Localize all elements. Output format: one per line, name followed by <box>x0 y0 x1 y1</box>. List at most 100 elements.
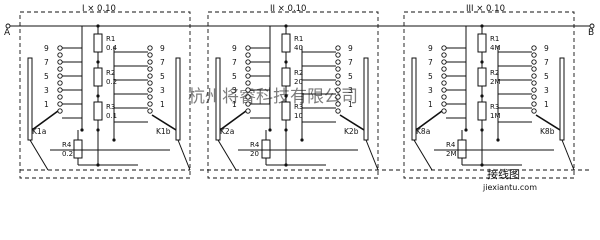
right-contact-label: 5 <box>348 72 353 81</box>
resistor-r4-value: 2M <box>446 150 457 158</box>
junction-dot <box>96 128 100 132</box>
right-contact <box>147 59 153 65</box>
left-contact-label: 1 <box>44 100 49 109</box>
right-contact <box>335 45 341 51</box>
resistor-r1-label: R1 <box>294 35 303 43</box>
left-contact <box>441 87 447 93</box>
switch-right-link <box>561 139 575 171</box>
right-contact-even <box>531 94 537 100</box>
switch-left-link <box>217 139 237 171</box>
right-contact-even <box>531 108 537 114</box>
resistor-r1-value: 40 <box>294 44 303 52</box>
right-contact-label: 1 <box>160 100 165 109</box>
left-contact-even <box>57 94 63 100</box>
left-contact-even <box>441 66 447 72</box>
right-contact-even <box>147 80 153 86</box>
resistor-r2 <box>93 67 103 87</box>
decade-box <box>403 11 575 179</box>
switch-right-bar <box>363 57 369 141</box>
junction-dot <box>480 60 484 64</box>
junction-dot <box>496 138 500 142</box>
right-contact-even <box>335 66 341 72</box>
left-contact <box>441 101 447 107</box>
resistor-r1-label: R1 <box>490 35 499 43</box>
resistor-r4-label: R4 <box>446 141 456 149</box>
right-contact <box>531 101 537 107</box>
left-contact-label: 9 <box>232 44 237 53</box>
junction-dot <box>480 163 484 167</box>
left-contact-even <box>57 66 63 72</box>
switch-left-label: K2a <box>220 127 234 136</box>
resistor-r2 <box>281 67 291 87</box>
right-contact-even <box>147 52 153 58</box>
left-contact-even <box>441 108 447 114</box>
junction-dot <box>480 128 484 132</box>
right-contact <box>335 59 341 65</box>
left-contact-label: 1 <box>428 100 433 109</box>
left-contact-label: 9 <box>428 44 433 53</box>
right-contact-label: 9 <box>544 44 549 53</box>
resistor-r3-label: R3 <box>490 103 499 111</box>
left-contact-even <box>57 108 63 114</box>
left-contact-even <box>441 52 447 58</box>
resistor-r2-value: 2M <box>490 78 501 86</box>
left-contact-label: 5 <box>232 72 237 81</box>
right-contact <box>335 87 341 93</box>
resistor-r2 <box>477 67 487 87</box>
left-contact-even <box>57 52 63 58</box>
switch-left-wiper <box>415 110 443 131</box>
right-contact <box>531 87 537 93</box>
decade-title: III × 0.10 <box>466 4 505 14</box>
resistor-r4 <box>73 139 83 159</box>
right-contact-even <box>147 108 153 114</box>
junction-dot <box>284 163 288 167</box>
right-contact <box>147 45 153 51</box>
left-contact-even <box>245 108 251 114</box>
left-contact-even <box>57 80 63 86</box>
resistor-r3 <box>281 101 291 121</box>
left-contact-label: 3 <box>232 86 237 95</box>
right-contact-label: 1 <box>348 100 353 109</box>
right-contact <box>531 59 537 65</box>
terminal-b-label: B <box>588 28 594 38</box>
resistor-r3-label: R3 <box>106 103 115 111</box>
junction-dot <box>284 60 288 64</box>
right-contact-even <box>531 52 537 58</box>
decade-title: II × 0.10 <box>270 4 306 14</box>
right-contact-label: 7 <box>348 58 353 67</box>
resistor-r4 <box>457 139 467 159</box>
right-contact <box>147 87 153 93</box>
right-contact-label: 5 <box>544 72 549 81</box>
junction-dot <box>112 138 116 142</box>
switch-left-link <box>413 139 433 171</box>
junction-dot <box>284 94 288 98</box>
resistor-r1-value: 4M <box>490 44 501 52</box>
left-contact-label: 7 <box>232 58 237 67</box>
switch-left-label: K1a <box>32 127 46 136</box>
junction-dot <box>480 24 484 28</box>
switch-right-bar <box>559 57 565 141</box>
junction-dot <box>300 138 304 142</box>
right-contact <box>147 101 153 107</box>
left-contact-label: 3 <box>44 86 49 95</box>
watermark-center: 杭州将睿科技有限公司 <box>188 87 358 107</box>
resistor-r1-label: R1 <box>106 35 115 43</box>
resistor-r1 <box>93 33 103 53</box>
junction-dot <box>464 128 468 132</box>
right-contact-even <box>335 80 341 86</box>
left-contact <box>441 73 447 79</box>
switch-right-bar <box>175 57 181 141</box>
junction-dot <box>96 94 100 98</box>
left-contact-label: 1 <box>232 100 237 109</box>
resistor-r4-label: R4 <box>62 141 72 149</box>
resistor-r2-label: R2 <box>294 69 303 77</box>
left-contact-label: 5 <box>428 72 433 81</box>
switch-right-wiper <box>535 114 561 131</box>
watermark-logo: 接线图 <box>487 167 520 181</box>
left-contact <box>441 59 447 65</box>
resistor-r3-value: 10 <box>294 112 303 120</box>
left-contact-even <box>441 94 447 100</box>
left-contact <box>245 45 251 51</box>
left-contact <box>245 101 251 107</box>
